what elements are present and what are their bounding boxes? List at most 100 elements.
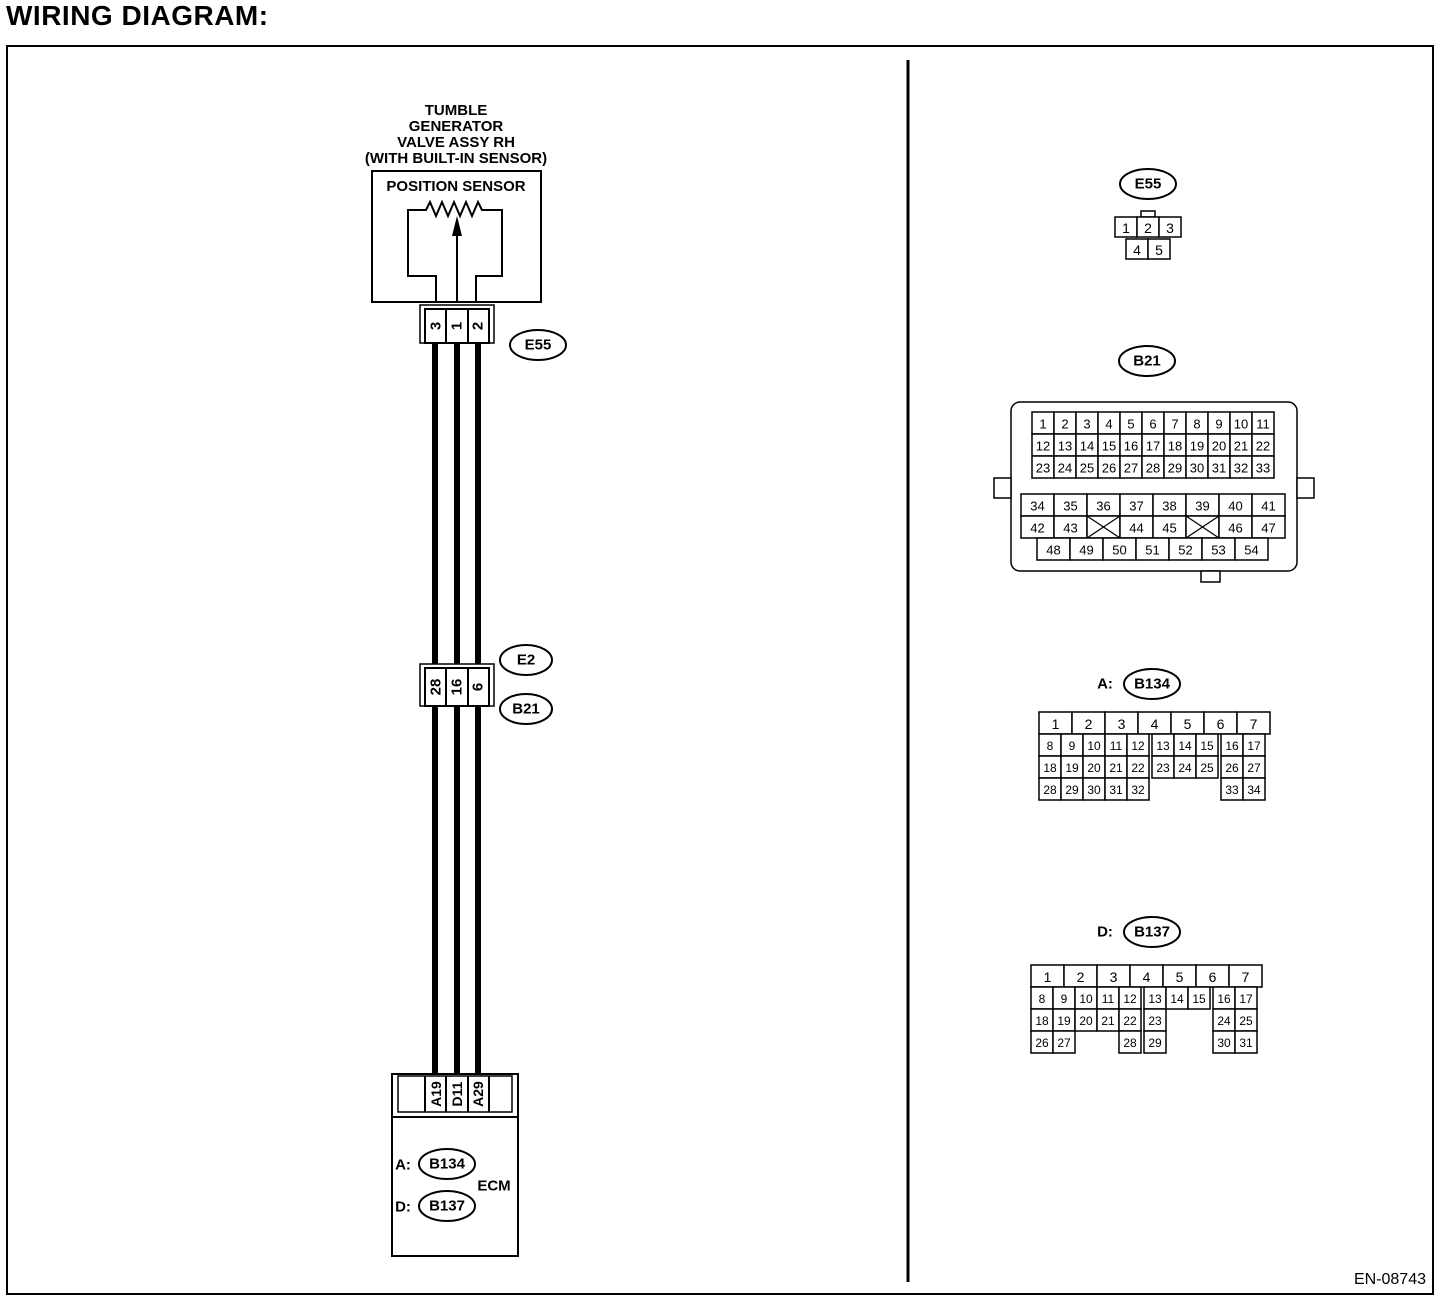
component-title-line: GENERATOR xyxy=(409,118,504,135)
b134-pinout-tag xyxy=(1123,668,1181,700)
pin-number: 12 xyxy=(1036,439,1050,454)
pin-cell xyxy=(1052,1030,1076,1054)
pin-number: 4 xyxy=(1143,969,1151,985)
component-title: TUMBLE GENERATOR VALVE ASSY RH (WITH BUI… xyxy=(365,102,547,167)
component-title-line: (WITH BUILT-IN SENSOR) xyxy=(365,150,547,167)
e55-connector-body xyxy=(424,308,490,344)
pin-number: 23 xyxy=(1036,461,1050,476)
pin-number: 4 xyxy=(1151,716,1159,732)
harness-wires xyxy=(432,343,481,1076)
ecm: A19 D11 A29 A: B134 D: B137 ECM xyxy=(391,1073,519,1257)
pin-cell xyxy=(1147,238,1171,260)
pin-number: 3 xyxy=(1110,969,1118,985)
b21-tag xyxy=(499,693,553,725)
pin-number: 16 xyxy=(1124,439,1138,454)
pin-number: 7 xyxy=(1242,969,1250,985)
pin-cell xyxy=(1126,777,1150,801)
pin-number: 18 xyxy=(1035,1014,1049,1028)
b21-pinout-tag-label: B21 xyxy=(1133,353,1161,370)
position-sensor: POSITION SENSOR xyxy=(371,170,542,303)
pin-number: 42 xyxy=(1030,521,1044,536)
pin-number: 1 xyxy=(1122,220,1130,236)
pin-number: 28 xyxy=(1043,783,1057,797)
pin-number: 19 xyxy=(1065,761,1079,775)
pin-number: 39 xyxy=(1195,499,1209,514)
b21-side-lug xyxy=(993,477,1012,499)
pin-number: 51 xyxy=(1145,543,1159,558)
pin-number: 18 xyxy=(1168,439,1182,454)
pin-number: 50 xyxy=(1112,543,1126,558)
pin-number: 19 xyxy=(1190,439,1204,454)
e55-pin-label: 1 xyxy=(449,322,466,330)
pin-number: 17 xyxy=(1247,739,1261,753)
pin-cell xyxy=(1251,455,1275,479)
blank-cavity-mark xyxy=(1185,515,1220,539)
pin-number: 6 xyxy=(1217,716,1225,732)
pin-number: 2 xyxy=(1144,220,1152,236)
b21-pinout-tag xyxy=(1118,345,1176,377)
pin-number: 12 xyxy=(1123,992,1137,1006)
b134-tag-label: B134 xyxy=(429,1156,466,1173)
e55-tag xyxy=(509,329,567,361)
component-title-line: VALVE ASSY RH xyxy=(397,134,515,151)
pin-number: 28 xyxy=(1123,1036,1137,1050)
pin-number: 8 xyxy=(1039,992,1046,1006)
e55-harness-connector: 3 1 2 E55 xyxy=(419,304,567,361)
ecm-pin-label: A19 xyxy=(428,1081,444,1107)
pin-number: 48 xyxy=(1046,543,1060,558)
ecm-ref-prefix: A: xyxy=(395,1157,411,1174)
pin-number: 15 xyxy=(1102,439,1116,454)
wiper-arrow-icon xyxy=(452,216,462,236)
potentiometer-symbol xyxy=(407,199,503,302)
pin-number: 17 xyxy=(1146,439,1160,454)
b21-side-lug xyxy=(1296,477,1315,499)
pin-number: 25 xyxy=(1080,461,1094,476)
pin-number: 13 xyxy=(1058,439,1072,454)
pin-number: 34 xyxy=(1030,499,1044,514)
pin-number: 5 xyxy=(1155,242,1163,258)
pin-number: 11 xyxy=(1102,992,1115,1006)
pin-cell xyxy=(1242,777,1266,801)
ecm-connector xyxy=(397,1075,513,1113)
e2-b21-joint-connector: 28 16 6 E2 B21 xyxy=(419,644,553,725)
pin-number: 21 xyxy=(1109,761,1123,775)
pin-number: 21 xyxy=(1101,1014,1115,1028)
pin-cell xyxy=(1143,1030,1167,1054)
pin-number: 38 xyxy=(1162,499,1176,514)
joint-pin-label: 16 xyxy=(449,679,466,696)
pin-number: 27 xyxy=(1247,761,1261,775)
pin-number: 29 xyxy=(1168,461,1182,476)
pin-number: 10 xyxy=(1234,417,1248,432)
outer-frame xyxy=(6,45,1434,1295)
pin-number: 43 xyxy=(1063,521,1077,536)
pin-number: 27 xyxy=(1057,1036,1071,1050)
pin-number: 14 xyxy=(1080,439,1094,454)
e55-pin-label: 2 xyxy=(470,322,487,330)
pin-number: 12 xyxy=(1131,739,1145,753)
pin-number: 16 xyxy=(1217,992,1231,1006)
e55-tag-label: E55 xyxy=(525,337,552,354)
pin-number: 17 xyxy=(1239,992,1253,1006)
ecm-pin-label: A29 xyxy=(470,1081,486,1107)
pin-number: 15 xyxy=(1192,992,1206,1006)
pin-number: 31 xyxy=(1212,461,1226,476)
b137-prefix: D: xyxy=(1097,924,1113,941)
pin-cell xyxy=(1118,1030,1142,1054)
pin-number: 36 xyxy=(1096,499,1110,514)
pin-number: 41 xyxy=(1261,499,1275,514)
pin-number: 26 xyxy=(1102,461,1116,476)
pin-number: 54 xyxy=(1244,543,1258,558)
pin-number: 10 xyxy=(1079,992,1093,1006)
pin-number: 21 xyxy=(1234,439,1248,454)
pin-number: 47 xyxy=(1261,521,1275,536)
pin-number: 25 xyxy=(1239,1014,1253,1028)
pin-number: 2 xyxy=(1077,969,1085,985)
pin-number: 20 xyxy=(1212,439,1226,454)
pin-number: 34 xyxy=(1247,783,1261,797)
pin-number: 32 xyxy=(1234,461,1248,476)
joint-pin-label: 28 xyxy=(428,679,445,696)
e55-pin-label: 3 xyxy=(428,322,445,330)
pin-number: 33 xyxy=(1256,461,1270,476)
pin-number: 26 xyxy=(1035,1036,1049,1050)
